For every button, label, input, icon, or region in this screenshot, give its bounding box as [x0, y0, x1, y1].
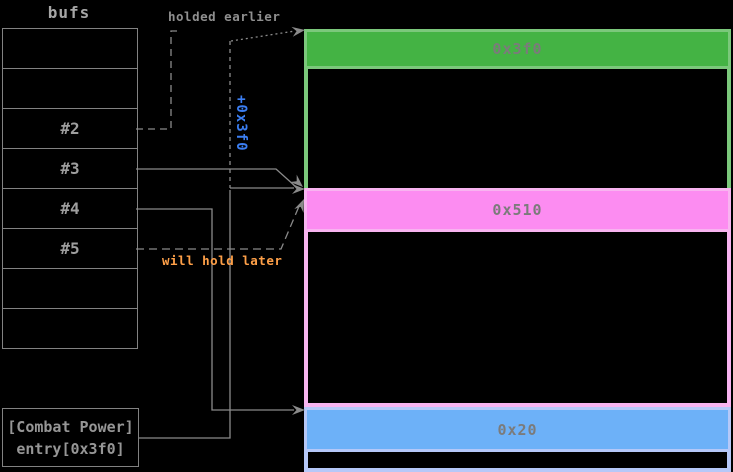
line-buf5-will-hold-later: [136, 203, 301, 250]
line-buf2-holded-earlier: [136, 30, 178, 130]
entry-box-line2: entry[0x3f0]: [16, 439, 125, 458]
buf-row-0: [3, 29, 137, 69]
annotation-offset-0x3f0: +0x3f0: [233, 95, 249, 152]
combat-power-entry-box: [Combat Power] entry[0x3f0]: [2, 408, 139, 467]
line-arrow-to-green-top: [230, 30, 296, 42]
buf-row-4: #4: [3, 189, 137, 229]
chunk-0x20-size-label: 0x20: [497, 420, 538, 439]
buf-row-3: #3: [3, 149, 137, 189]
buf-row-7: [3, 309, 137, 348]
chunk-0x20-body: [304, 452, 731, 472]
annotation-holded-earlier: holded earlier: [168, 9, 281, 24]
buf-row-2: #2: [3, 109, 137, 149]
entry-box-line1: [Combat Power]: [7, 417, 134, 436]
chunk-0x3f0-body: [304, 69, 731, 188]
buf-row-6: [3, 269, 137, 309]
line-buf3-to-pink: [136, 168, 296, 187]
chunk-0x3f0-size-label: 0x3f0: [492, 40, 543, 58]
buf-row-5-label: #5: [60, 239, 80, 258]
bufs-table: #2 #3 #4 #5: [2, 28, 138, 349]
chunk-0x3f0-header: 0x3f0: [304, 29, 731, 69]
buf-row-2-label: #2: [60, 119, 80, 138]
chunk-0x510-size-label: 0x510: [492, 201, 543, 219]
chunk-0x20-header: 0x20: [304, 407, 731, 452]
annotation-will-hold-later: will hold later: [162, 253, 283, 268]
buf-row-5: #5: [3, 229, 137, 269]
chunk-0x510-body: [304, 232, 731, 407]
line-entry-to-pink: [139, 190, 231, 439]
chunk-0x510-header: 0x510: [304, 188, 731, 232]
bufs-table-title: bufs: [47, 3, 91, 22]
buf-row-1: [3, 69, 137, 109]
buf-row-4-label: #4: [60, 199, 80, 218]
buf-row-3-label: #3: [60, 159, 80, 178]
line-buf4-to-blue: [136, 208, 294, 411]
